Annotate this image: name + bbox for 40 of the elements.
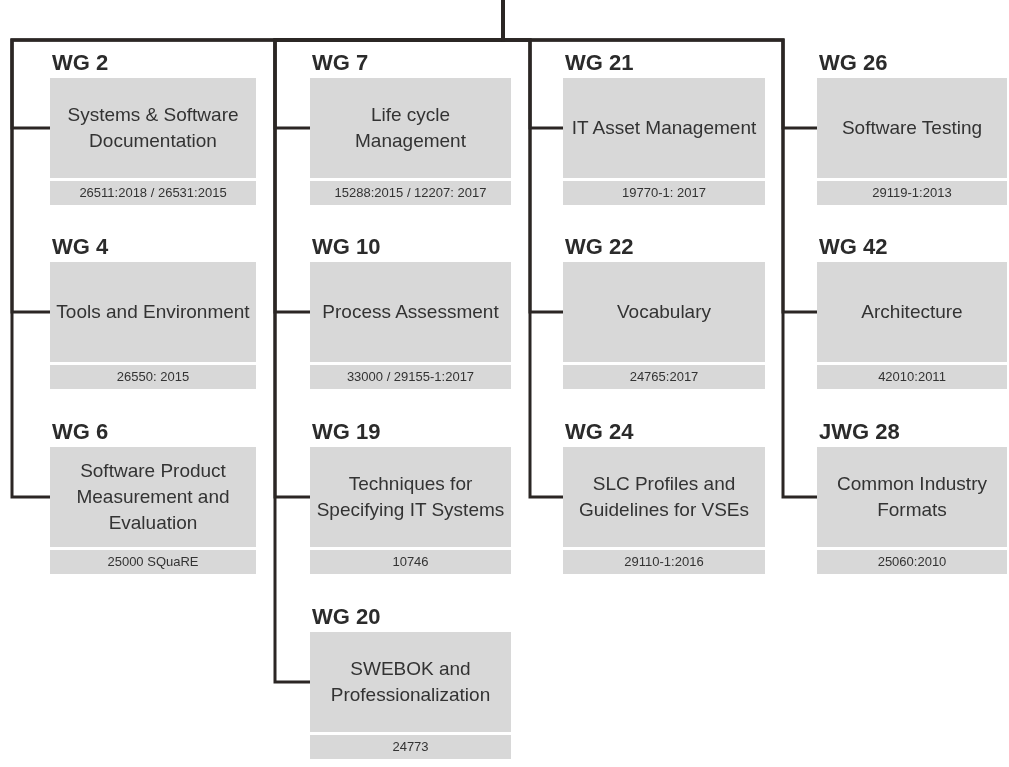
standard-number: 25060:2010	[817, 550, 1007, 574]
standard-number: 25000 SQuaRE	[50, 550, 256, 574]
group-heading: WG 24	[565, 418, 634, 446]
group-heading: WG 42	[819, 233, 888, 261]
group-heading: WG 6	[52, 418, 109, 446]
topic-box: IT Asset Management	[563, 78, 765, 178]
standard-number: 29110-1:2016	[563, 550, 765, 574]
topic-box: SLC Profiles and Guidelines for VSEs	[563, 447, 765, 547]
group-heading: WG 7	[312, 49, 369, 77]
group-heading: WG 21	[565, 49, 634, 77]
group-heading: WG 20	[312, 603, 381, 631]
standard-number: 33000 / 29155-1:2017	[310, 365, 511, 389]
group-heading: JWG 28	[819, 418, 900, 446]
group-heading: WG 10	[312, 233, 381, 261]
standard-number: 42010:2011	[817, 365, 1007, 389]
group-heading: WG 22	[565, 233, 634, 261]
standard-number: 26511:2018 / 26531:2015	[50, 181, 256, 205]
connector-line	[501, 0, 817, 499]
topic-box: Architecture	[817, 262, 1007, 362]
standard-number: 24765:2017	[563, 365, 765, 389]
topic-box: Tools and Environment	[50, 262, 256, 362]
standard-number: 19770-1: 2017	[563, 181, 765, 205]
topic-box: Process Assessment	[310, 262, 511, 362]
group-heading: WG 26	[819, 49, 888, 77]
topic-box: Vocabulary	[563, 262, 765, 362]
standard-number: 10746	[310, 550, 511, 574]
standard-number: 26550: 2015	[50, 365, 256, 389]
standard-number: 24773	[310, 735, 511, 759]
topic-box: Life cycle Management	[310, 78, 511, 178]
topic-box: Common Industry Formats	[817, 447, 1007, 547]
topic-box: Systems & Software Documentation	[50, 78, 256, 178]
group-heading: WG 4	[52, 233, 109, 261]
group-heading: WG 2	[52, 49, 109, 77]
standard-number: 29119-1:2013	[817, 181, 1007, 205]
topic-box: SWEBOK and Professionalization	[310, 632, 511, 732]
topic-box: Software Product Measurement and Evaluation	[50, 447, 256, 547]
group-heading: WG 19	[312, 418, 381, 446]
topic-box: Techniques for Specifying IT Systems	[310, 447, 511, 547]
topic-box: Software Testing	[817, 78, 1007, 178]
standard-number: 15288:2015 / 12207: 2017	[310, 181, 511, 205]
